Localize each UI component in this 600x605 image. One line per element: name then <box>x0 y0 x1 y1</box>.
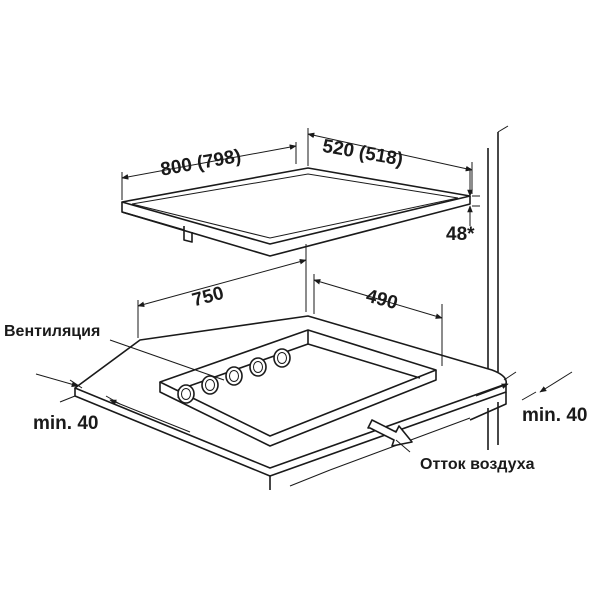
cutout-width-label: 750 <box>190 283 226 311</box>
countertop <box>59 315 508 490</box>
hob <box>121 167 471 268</box>
vent-hole-1 <box>177 384 195 404</box>
hob-height-label: 48* <box>446 224 475 245</box>
ventilation-callout: Вентиляция <box>4 323 225 381</box>
vent-hole-4 <box>249 357 267 377</box>
vent-hole-2 <box>201 375 219 395</box>
dim-clearance-left: min. 40 <box>33 373 191 434</box>
airflow-arrow-icon <box>367 419 413 447</box>
ventilation-label: Вентиляция <box>4 323 100 340</box>
dim-hob-height: 48* <box>446 168 480 245</box>
airflow-label: Отток воздуха <box>420 456 535 473</box>
clearance-left-label: min. 40 <box>33 413 98 434</box>
hob-width-label: 800 (798) <box>159 146 243 181</box>
cabinet-wall <box>487 125 509 450</box>
clearance-right-label: min. 40 <box>522 405 587 426</box>
hob-depth-label: 520 (518) <box>321 136 405 171</box>
vent-hole-3 <box>225 366 243 386</box>
dim-clearance-right: min. 40 <box>475 371 587 426</box>
airflow-indicator: Отток воздуха <box>367 419 535 473</box>
ventilation-holes <box>177 348 291 404</box>
vent-hole-5 <box>273 348 291 368</box>
cutout-depth-label: 490 <box>364 286 400 314</box>
